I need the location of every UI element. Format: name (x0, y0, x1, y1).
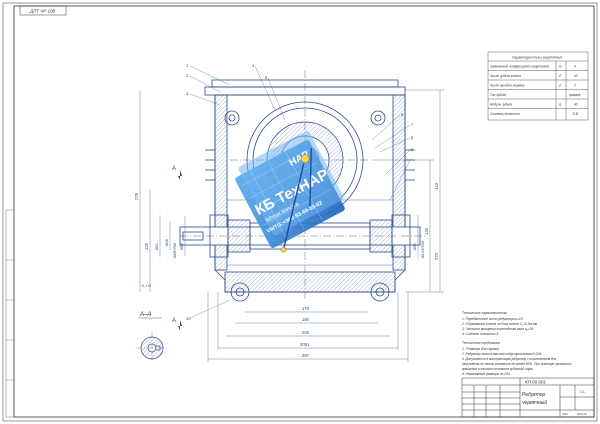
table-row-sym: Z (558, 74, 562, 78)
cut-marks (178, 170, 182, 330)
callout-8: 8 (411, 135, 414, 140)
req-line: 1. *Размеры для справок. (462, 347, 500, 351)
callout-3: 3 (186, 91, 189, 96)
table-rows: Заявленный коэффициент зацепления m 4 Чи… (490, 65, 581, 117)
sheet-scale: 1:1 (580, 390, 585, 394)
dim-shaft-62: Ø62 (155, 243, 159, 250)
table-row-sym: q (559, 103, 561, 107)
req-line: 3. Допускается в эксплуатацию редуктор с… (462, 357, 556, 361)
callout-9: 9 (411, 147, 414, 152)
callout-10: 10 (186, 316, 191, 321)
callout-2: 2 (186, 73, 189, 78)
callout-1: 1 (186, 63, 189, 68)
table-title: Характеристики зацепления (511, 56, 562, 60)
req-line: 2. Редуктор залить маслом индустриальным… (461, 352, 541, 356)
table-row-val: 40 (574, 103, 578, 107)
table-row-name: Степень точности (490, 112, 520, 116)
req-line: зацепления по пятну контакта не менее 60… (461, 362, 572, 366)
doc-number: КП 00 001 (525, 380, 546, 385)
callout-6: 6 (401, 112, 404, 117)
dim-2051: 2051 (300, 342, 310, 347)
req-line: 3. Частота вращения тихоходного вала n₂=… (462, 327, 533, 331)
dim-shaft-95: Ø95 (180, 243, 184, 250)
callout-5: 5 (265, 75, 268, 80)
callout-4: 4 (252, 63, 255, 68)
req-title: Технические характеристики (462, 311, 507, 315)
table-row-val: прямые (569, 93, 581, 97)
dim-fit: Ø45H7/k6 (173, 243, 177, 258)
requirements: Технические характеристики 1. Передаточн… (461, 311, 572, 376)
callout-leaders (189, 65, 411, 319)
stamp-top-box (19, 5, 67, 16)
cut-mark-top: А (172, 166, 176, 172)
section-label: А–А (139, 312, 151, 318)
callout-7: 7 (411, 122, 414, 127)
dim-angle: ~0,1 Ø (140, 284, 151, 288)
sheet-label: Лист (562, 412, 569, 416)
dim-shaft-50: Ø50 (413, 243, 417, 250)
req-line: 1. Передаточное число редуктора u=20 (462, 317, 523, 321)
table-row-name: Тип зубьев (490, 93, 507, 97)
req-title-2: Технические требования (462, 341, 500, 345)
req-line: 4. Степень точности 8 (462, 332, 498, 336)
table-row-sym: m (559, 65, 562, 69)
dim-125: 125 (144, 242, 149, 250)
table-row-val: 40 (574, 74, 578, 78)
cut-mark-bottom: А (172, 318, 176, 324)
table-row-name: Модуль зубьев (490, 103, 512, 107)
stamp-top-text: ДЛТ ЧР 108 (29, 9, 56, 14)
dim-278: 278 (134, 192, 139, 200)
table-row-sym: Z (558, 84, 562, 88)
table-row-name: Заявленный коэффициент зацепления (490, 65, 549, 69)
dim-125b: 125 (424, 227, 429, 235)
table-row-val: 8-В (573, 112, 579, 116)
dim-287: 287 (302, 353, 310, 358)
req-line: 4. Неуказанные размеры по H14 (462, 372, 510, 376)
table-row-val: 4 (574, 65, 576, 69)
table-row-name: Число зубьев колеса (490, 74, 521, 78)
dim-180: 180 (302, 317, 310, 322)
dim-205: 205 (302, 330, 310, 335)
title-line-2: червячный (522, 399, 547, 406)
title-line-1: Редуктор (522, 392, 546, 398)
section-a-a (136, 332, 168, 364)
sheets-label: Листов (577, 412, 587, 416)
watermark: КБ ТехНАР tehnar.kiev.ua Vb/TG:+380-93-6… (235, 131, 345, 253)
table-row-name: Число заходов червяка (490, 84, 525, 88)
binding-strip (5, 209, 15, 418)
req-line: 2. Образование колеса на боку колеса C₁=… (461, 322, 538, 326)
dim-143: 143 (434, 182, 439, 190)
dim-270: 270 (434, 252, 439, 260)
title-block (461, 377, 595, 418)
req-line: вращение и наличие контакта зубчатой пар… (462, 367, 534, 371)
dim-shaft-45: Ø45 (165, 239, 169, 246)
dim-fit2: Ø110H7/k6 (421, 241, 425, 258)
table-row-val: 2 (573, 84, 576, 88)
dimension-lines (139, 89, 444, 362)
characteristics-table (487, 51, 589, 121)
dim-170: 170 (302, 306, 310, 311)
